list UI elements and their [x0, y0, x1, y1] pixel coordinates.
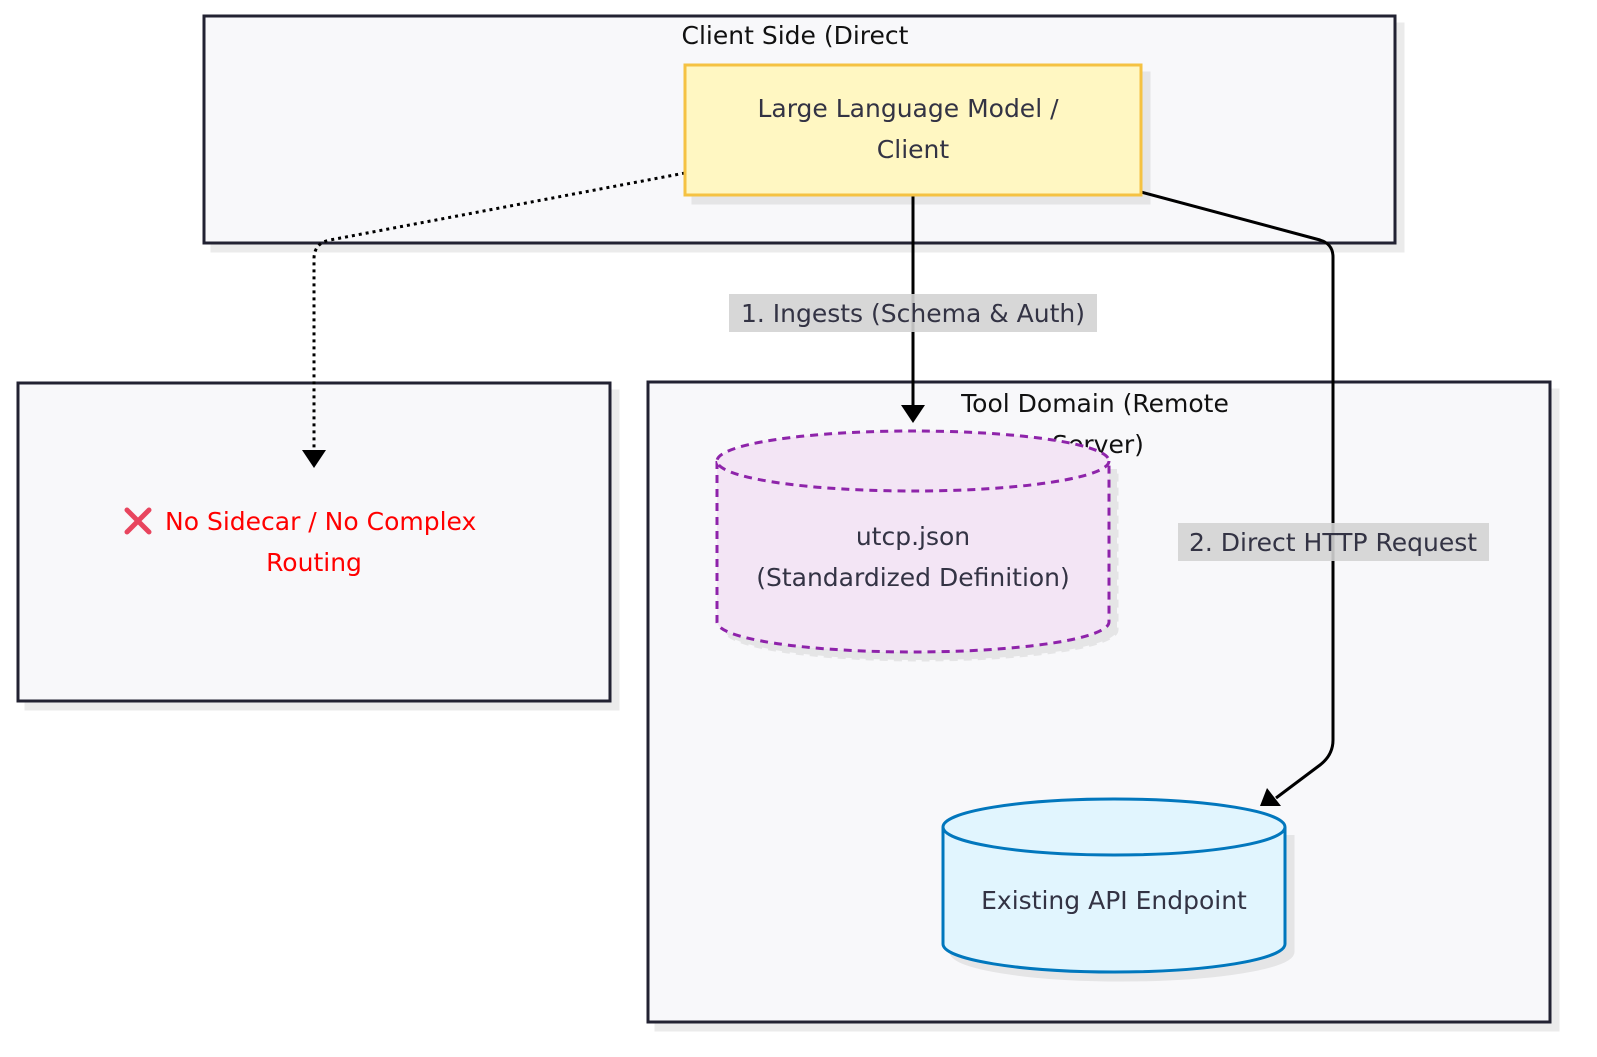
edge-ingests-arrowhead — [901, 405, 925, 423]
utcp-json-cylinder-top — [715, 429, 1111, 493]
edge-label-ingests-bg — [729, 294, 1097, 332]
note-line-1: No Sidecar / No Complex — [165, 507, 476, 536]
api-endpoint-cylinder-top — [941, 797, 1287, 857]
client-side-cluster-title: Client Side (Direct — [682, 21, 909, 50]
cross-mark-icon — [124, 507, 152, 535]
edge-label-ingests: 1. Ingests (Schema & Auth) — [729, 294, 1097, 332]
edge-llm-to-note-arrowhead — [302, 450, 326, 468]
utcp-json-node: utcp.json (Standardized Definition) — [715, 429, 1111, 654]
api-endpoint-label: Existing API Endpoint — [981, 886, 1247, 915]
llm-client-box — [683, 63, 1143, 197]
edge-label-direct-http: 2. Direct HTTP Request — [1178, 523, 1489, 561]
note-line-2: Routing — [266, 548, 362, 577]
edge-label-ingests-text: 1. Ingests (Schema & Auth) — [741, 299, 1085, 328]
edges — [302, 171, 1335, 806]
api-endpoint-cylinder-body — [941, 827, 1287, 974]
tool-domain-title-line-1: Tool Domain (Remote — [960, 389, 1229, 418]
utcp-json-label-line-2: (Standardized Definition) — [756, 563, 1070, 592]
edge-label-direct-http-bg — [1178, 523, 1489, 561]
llm-client-label-line-1: Large Language Model / — [757, 94, 1059, 123]
utcp-json-label-line-1: utcp.json — [856, 522, 970, 551]
edge-label-direct-http-text: 2. Direct HTTP Request — [1189, 528, 1477, 557]
edge-direct-http-arrowhead — [1260, 788, 1281, 806]
llm-client-label-line-2: Client — [877, 135, 950, 164]
edge-direct-http — [1140, 190, 1335, 800]
llm-client-node: Large Language Model / Client — [683, 63, 1143, 197]
utcp-json-cylinder-body — [715, 461, 1111, 654]
api-endpoint-node: Existing API Endpoint — [941, 797, 1287, 974]
